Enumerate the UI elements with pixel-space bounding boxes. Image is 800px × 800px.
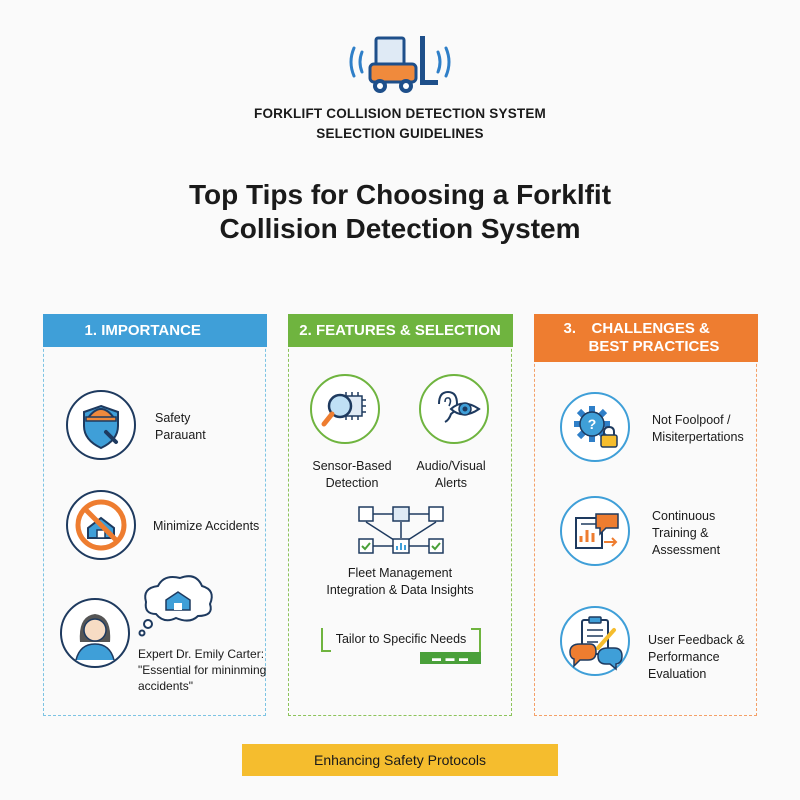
forklift-logo-icon bbox=[340, 28, 460, 98]
not-foolproof-label: Not Foolpoof / Misiterpertations bbox=[652, 413, 744, 444]
challenges-header: 3. CHALLENGES & BEST PRACTICES bbox=[533, 313, 758, 362]
footer-banner: Enhancing Safety Protocols bbox=[242, 744, 558, 776]
tailor-needs-box: Tailor to Specific Needs ▬ ▬ ▬ bbox=[321, 628, 481, 664]
fleet-management-label: Fleet Management Integration & Data Insi… bbox=[326, 566, 474, 597]
challenges-title-line2: BEST PRACTICES bbox=[588, 337, 720, 355]
expert-quote: Expert Dr. Emily Carter: "Essential for … bbox=[138, 647, 267, 693]
features-title: FEATURES & SELECTION bbox=[315, 321, 501, 339]
gear-lock-icon: ? bbox=[560, 392, 630, 462]
tailor-progress-bar: ▬ ▬ ▬ bbox=[420, 652, 481, 664]
features-header: 2. FEATURES & SELECTION bbox=[287, 313, 513, 347]
title-line2: Collision Detection System bbox=[219, 213, 581, 244]
tailor-needs-label: Tailor to Specific Needs bbox=[335, 632, 467, 646]
challenges-number: 3. bbox=[563, 319, 577, 337]
minimize-accidents-label: Minimize Accidents bbox=[153, 519, 260, 533]
page-title: Top Tips for Choosing a Forklfit Collisi… bbox=[0, 178, 800, 246]
subtitle-line1: FORKLIFT COLLISION DETECTION SYSTEM bbox=[254, 106, 546, 121]
challenges-title-line1: CHALLENGES & bbox=[591, 319, 710, 337]
features-number: 2. bbox=[299, 321, 312, 339]
worker-shield-icon bbox=[66, 390, 136, 460]
safety-label: Safety Parauant bbox=[155, 411, 206, 442]
no-warehouse-icon bbox=[66, 490, 136, 560]
training-chart-icon bbox=[560, 496, 630, 566]
user-feedback-label: User Feedback & Performance Evaluation bbox=[648, 633, 745, 681]
sensor-detection-label: Sensor-Based Detection bbox=[312, 459, 392, 490]
audio-visual-label: Audio/Visual Alerts bbox=[416, 459, 486, 490]
feedback-clipboard-icon bbox=[560, 606, 630, 676]
importance-number: 1. bbox=[84, 321, 98, 339]
expert-avatar-icon bbox=[60, 598, 130, 668]
magnifier-chip-icon bbox=[310, 374, 380, 444]
tailor-bracket-right bbox=[471, 628, 481, 652]
thought-bubble-warehouse-icon bbox=[138, 570, 218, 638]
continuous-training-label: Continuous Training & Assessment bbox=[652, 509, 721, 557]
subtitle-line2: SELECTION GUIDELINES bbox=[316, 126, 484, 141]
ear-eye-icon bbox=[419, 374, 489, 444]
importance-title: IMPORTANCE bbox=[101, 321, 201, 339]
network-flow-icon bbox=[356, 502, 446, 558]
tailor-bracket-left bbox=[321, 628, 331, 652]
title-line1: Top Tips for Choosing a Forklfit bbox=[188, 179, 612, 210]
importance-header: 1. IMPORTANCE bbox=[42, 313, 267, 347]
svg-text:?: ? bbox=[588, 416, 597, 432]
